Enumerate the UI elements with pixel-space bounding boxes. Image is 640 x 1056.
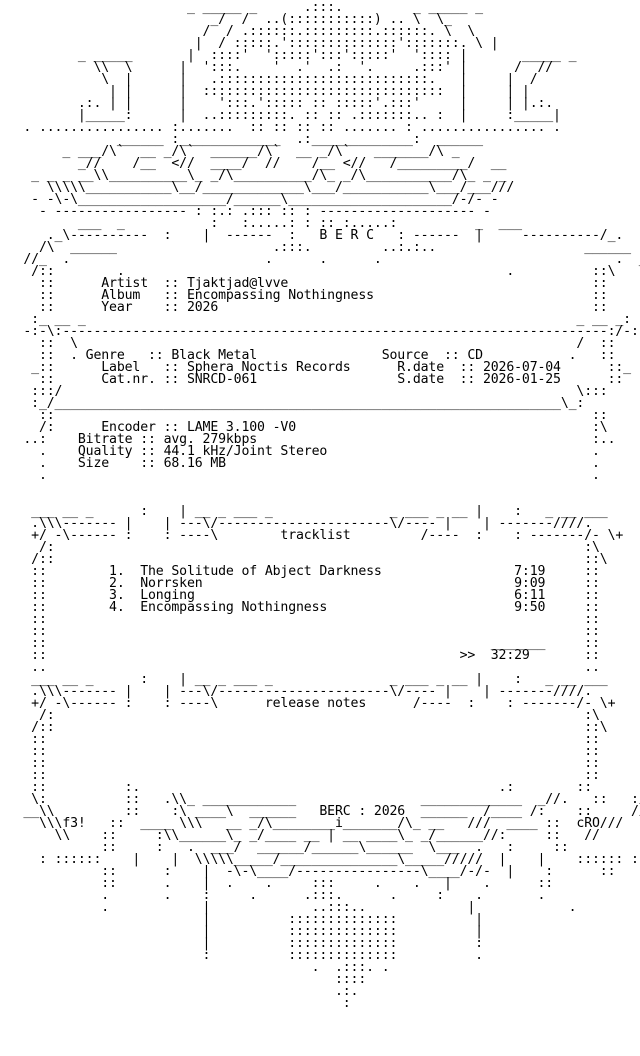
- nfo-line: _ _____ | ::::' ':::::':::':::::' ':::: …: [0, 48, 577, 63]
- nfo-line: :: ::: [0, 744, 600, 759]
- nfo-line: /:: ::\: [0, 720, 608, 735]
- nfo-line: . .:::. .: [0, 960, 390, 975]
- nfo-line: . Quality :: 44.1 kHz/Joint Stereo .: [0, 444, 600, 459]
- nfo-line: _ ___/\` __ _/\` ______/\` __ _/\` _____…: [0, 144, 460, 159]
- nfo-line: :: :. .: ::: [0, 780, 593, 795]
- nfo-line: - ----------------- : :.: .::: :: : ----…: [0, 204, 491, 219]
- nfo-line: _/ / ..(:::::::::::) .. \ \_: [0, 12, 452, 27]
- nfo-line: :: ::: [0, 624, 600, 639]
- nfo-line: / / .::::::.:::::::::.::::::. \ \: [0, 24, 476, 39]
- nfo-line: - -\-\___________________/______\_______…: [0, 192, 499, 207]
- nfo-line: /\ ______ .:::. ..:.:.. ______ /\: [0, 240, 640, 255]
- nfo-line: ..: Bitrate :: avg. 279kbps :..: [0, 432, 616, 447]
- nfo-line: _ _ _ __\\__________\_ _/\__________/\_ …: [0, 168, 507, 183]
- nfo-line: _ _____ _ .:::. _ _____ _: [0, 2, 483, 15]
- nfo-line: :: ::: [0, 732, 600, 747]
- nfo-line: :: _______ ::: [0, 636, 600, 651]
- nfo-line: .\\\------- | | ---\/-------------------…: [0, 516, 593, 531]
- nfo-line: \ | | .:::::::::::::::::::::::::::. | | …: [0, 72, 538, 87]
- nfo-line: :: \ / ::: [0, 336, 616, 351]
- nfo-line: __\\ :: :\ ____\ ______ BERC : 2026 ____…: [0, 804, 640, 819]
- nfo-line: /:: . . ::\: [0, 264, 616, 279]
- nfo-line: [0, 482, 640, 494]
- nfo-line: . .: [0, 468, 600, 483]
- nfo-line: \\\f3! :: ____ \\\ __ _/\________i______…: [0, 816, 624, 831]
- nfo-line: :: : | -\-\____/----------------\____/-/…: [0, 864, 616, 879]
- nfo-line: _:: Label :: Sphera Noctis Records R.dat…: [0, 360, 631, 375]
- nfo-line: :: : . ___/ ______/______\______ \___ . …: [0, 840, 569, 855]
- nfo-line: :: [0, 996, 351, 1010]
- nfo-line: . | ..:::.. | .: [0, 900, 577, 915]
- nfo-line: /: :\: [0, 540, 600, 555]
- nfo-line: :: 4. Encompassing Nothingness 9:50 ::: [0, 600, 600, 615]
- nfo-line: ::::: [0, 972, 367, 987]
- nfo-line: :_ __ _ _ __ _:: [0, 312, 631, 327]
- nfo-line: :: ::: [0, 408, 608, 423]
- nfo-line: \\ :: :\\______\_ _/____ __ | __ ____\_ …: [0, 828, 600, 843]
- nfo-line: //_ . . . . . _\\: [0, 252, 640, 267]
- nfo-line: :: ::: [0, 768, 600, 783]
- nfo-document: _ _____ _ .:::. _ _____ _ _/ / ..(::::::…: [0, 2, 640, 1010]
- nfo-line: .:.: [0, 984, 359, 999]
- nfo-line: \\ \ | ':::. ' .' .: '. .:::' | / //: [0, 60, 554, 75]
- nfo-line: :: Album :: Encompassing Nothingness ::: [0, 288, 608, 303]
- nfo-line: | :::::::::::::: |: [0, 924, 484, 939]
- nfo-line: \\\\\___________\__/_____________\___/__…: [0, 180, 515, 195]
- nfo-line: |_____: | ..:::::::::. :: :: .:::::::.. …: [0, 108, 561, 123]
- nfo-line: _// /__ <// ____/ // /__ <// /_________/…: [0, 156, 507, 171]
- nfo-line: : :::::::::::::: .: [0, 948, 484, 963]
- nfo-line: ___ __ _ : | __ _ ___ _ _ ___ _ __ | : _…: [0, 504, 608, 519]
- nfo-line: ___ _ : :.....: : :: :.....: _ ___: [0, 216, 522, 231]
- nfo-line: :: Artist :: Tjaktjad@lvve ::: [0, 276, 608, 291]
- nfo-line: : :::::: | | \\\\\_____/_______________\…: [0, 852, 639, 867]
- nfo-line: | :::::::::::::: :: [0, 936, 484, 951]
- nfo-line: /: Encoder :: LAME 3.100 -V0 :\: [0, 420, 608, 435]
- nfo-line: ______ :_____________ .:_____________: _…: [0, 132, 483, 147]
- nfo-line: +/ -\------ : : ----\ tracklist /---- : …: [0, 528, 624, 543]
- nfo-line: :: . | . . ::: . . | . ::: [0, 876, 554, 891]
- nfo-line: :: 1. The Solitude of Abject Darkness 7:…: [0, 564, 600, 579]
- nfo-line: /: :\: [0, 708, 600, 723]
- nfo-line: :: ::: [0, 756, 600, 771]
- nfo-line: | :::::::::::::: |: [0, 912, 484, 927]
- nfo-line: :: 2. Norrsken 9:09 ::: [0, 576, 600, 591]
- nfo-line: :: >> 32:29 ::: [0, 648, 600, 663]
- nfo-line: :: Year :: 2026 ::: [0, 300, 608, 315]
- nfo-line: . Size :: 68.16 MB .: [0, 456, 600, 471]
- nfo-line: \: :: .\\_ ____________ _____________ _/…: [0, 792, 640, 807]
- nfo-line: :_/_____________________________________…: [0, 396, 585, 411]
- nfo-line: :: 3. Longing 6:11 ::: [0, 588, 600, 603]
- nfo-line: :::/ \:::: [0, 384, 608, 399]
- nfo-line: ._\---------- : | ------ : B E R C : ---…: [0, 228, 624, 243]
- nfo-line: +/ -\------ : : ----\ release notes /---…: [0, 696, 616, 711]
- nfo-line: :: Cat.nr. :: SNRCD-061 S.date :: 2026-0…: [0, 372, 624, 387]
- nfo-line: ___ __ _ : | __ _ ___ _ _ ___ _ __ | : _…: [0, 672, 608, 687]
- nfo-line: | | | ::::::::::::::::::::::::::::::: | …: [0, 84, 530, 99]
- nfo-line: .\\\------- | | ---\/-------------------…: [0, 684, 593, 699]
- nfo-line: . . : . .:::. . : . .: [0, 888, 546, 903]
- nfo-line: | / :::::.'::::::::::::::':::::::. \ |: [0, 36, 499, 51]
- nfo-line: /:: ::\: [0, 552, 608, 567]
- nfo-line: .:. | | | ':::.'::::: :: :::::'.:::' | |…: [0, 96, 554, 111]
- nfo-line: .. ..: [0, 660, 600, 675]
- nfo-line: :: ::: [0, 612, 600, 627]
- nfo-line: . ................ :....... :: :: :: :: …: [0, 120, 561, 135]
- nfo-line: -:-\:-----------------------------------…: [0, 324, 640, 339]
- nfo-line: :: . Genre :: Black Metal Source :: CD .…: [0, 348, 616, 363]
